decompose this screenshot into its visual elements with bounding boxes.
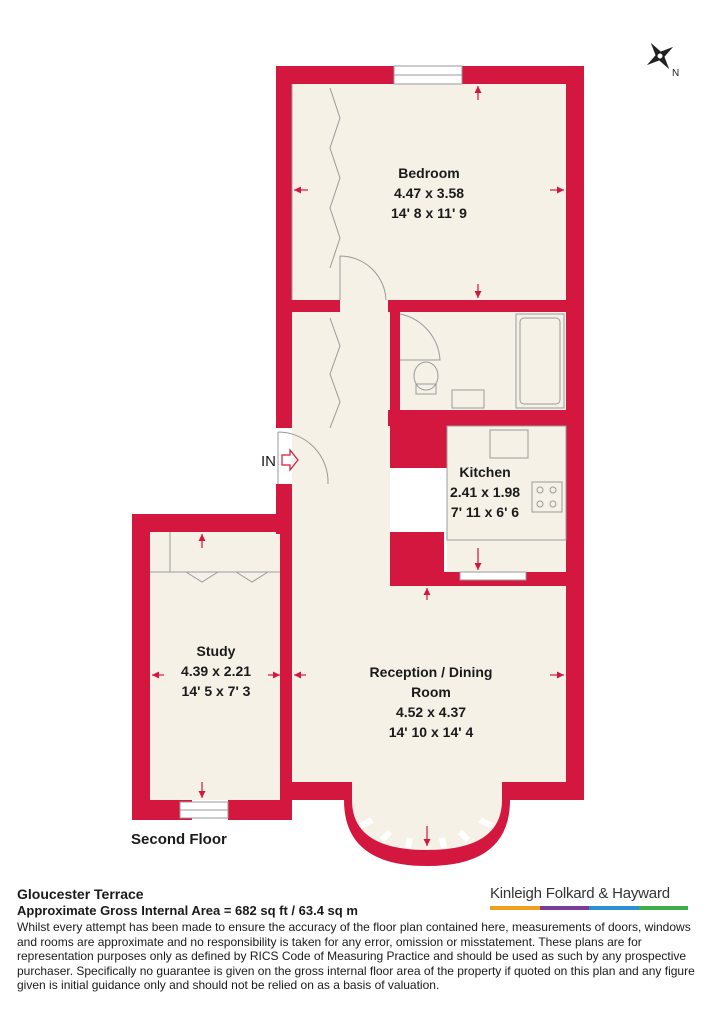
windows (179, 65, 527, 849)
reception-metric: 4.52 x 4.37 (396, 704, 466, 720)
kitchen-metric: 2.41 x 1.98 (450, 484, 520, 500)
dimension-arrows (152, 86, 564, 846)
compass-north-label: N (672, 68, 679, 79)
study-metric: 4.39 x 2.21 (181, 663, 251, 679)
disclaimer-text: Whilst every attempt has been made to en… (17, 920, 695, 993)
study-imperial: 14' 5 x 7' 3 (182, 683, 251, 699)
compass-icon (646, 42, 674, 70)
floor-areas (150, 84, 566, 850)
room-kitchen: Kitchen 2.41 x 1.98 7' 11 x 6' 6 (450, 464, 520, 520)
bedroom-metric: 4.47 x 3.58 (394, 185, 464, 201)
fittings (150, 84, 567, 583)
property-title: Gloucester Terrace (17, 886, 144, 902)
floor-plan: N Bedroom 4.47 x 3.58 14' 8 x 11' 9 Kitc… (131, 42, 679, 866)
agent-name: Kinleigh Folkard & Hayward (490, 885, 670, 902)
brand-bar-segment (490, 906, 540, 910)
entrance-arrow-icon (281, 448, 299, 472)
kitchen-name: Kitchen (459, 464, 510, 480)
kitchen-imperial: 7' 11 x 6' 6 (451, 504, 519, 520)
room-study: Study 4.39 x 2.21 14' 5 x 7' 3 (181, 643, 251, 699)
gross-area: Approximate Gross Internal Area = 682 sq… (17, 903, 358, 918)
brand-bar-segment (589, 906, 639, 910)
agent-logo: Kinleigh Folkard & Hayward (490, 885, 690, 910)
floor-label: Second Floor (131, 831, 227, 848)
bedroom-imperial: 14' 8 x 11' 9 (391, 205, 467, 221)
brand-bar-segment (539, 906, 589, 910)
property-footer: Gloucester Terrace Approximate Gross Int… (17, 886, 702, 993)
reception-name-line1: Reception / Dining (370, 664, 493, 680)
room-reception: Reception / Dining Room 4.52 x 4.37 14' … (370, 664, 493, 740)
study-name: Study (197, 643, 236, 659)
brand-bar-segment (638, 906, 688, 910)
entrance-label: IN (261, 453, 276, 470)
bedroom-name: Bedroom (398, 165, 459, 181)
reception-imperial: 14' 10 x 14' 4 (389, 724, 474, 740)
brand-color-bar (490, 906, 688, 910)
room-bedroom: Bedroom 4.47 x 3.58 14' 8 x 11' 9 (391, 165, 467, 221)
reception-name-line2: Room (411, 684, 451, 700)
